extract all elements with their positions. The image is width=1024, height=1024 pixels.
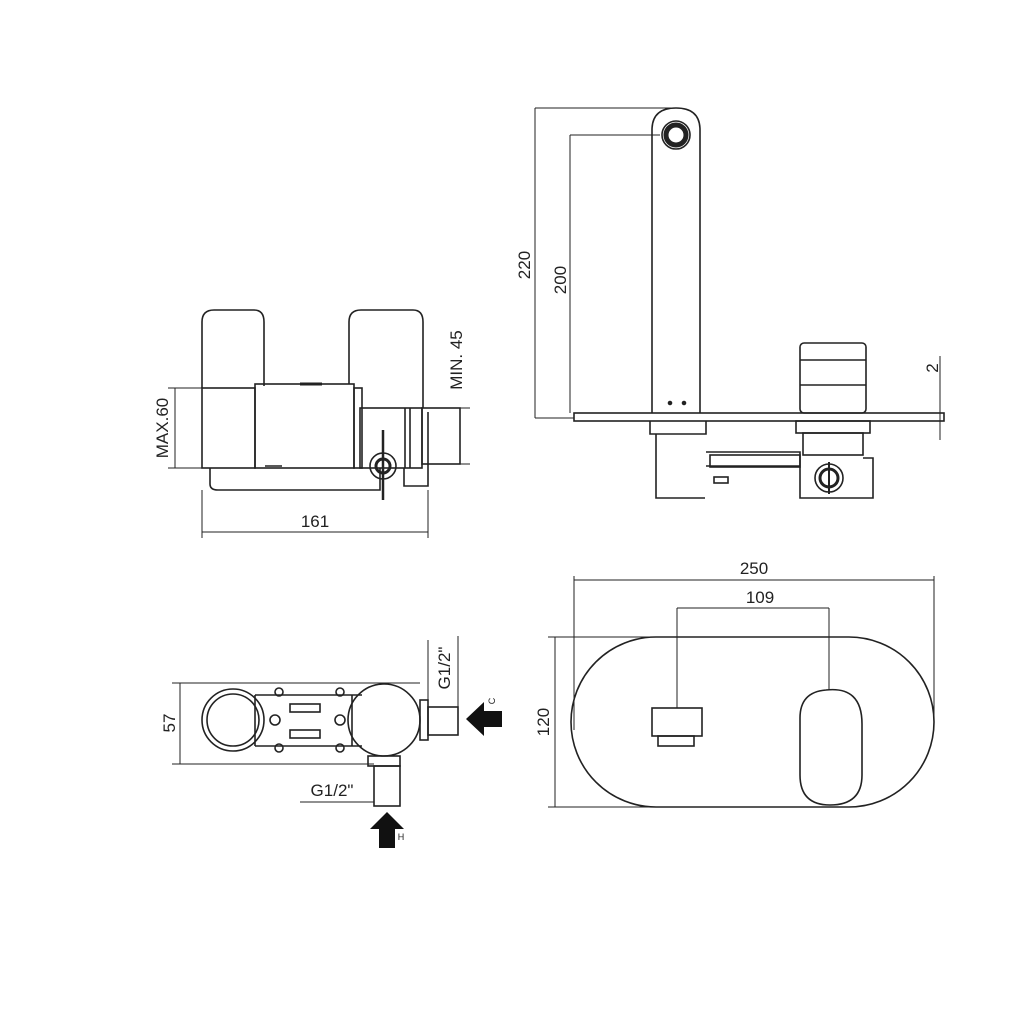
dim-161: 161 <box>301 512 329 531</box>
dim-250: 250 <box>740 559 768 578</box>
front-view-plate <box>548 576 935 808</box>
thread-side-label: G1/2" <box>435 647 454 690</box>
thread-bottom-label: G1/2" <box>311 781 354 800</box>
cold-inlet-label: C <box>487 697 497 704</box>
side-view-body <box>168 309 470 538</box>
dim-109: 109 <box>746 588 774 607</box>
cold-inlet-arrow-icon <box>466 702 502 736</box>
top-view-body <box>172 636 459 807</box>
dim-max-60: MAX.60 <box>153 398 172 458</box>
dim-220: 220 <box>515 251 534 279</box>
dim-2: 2 <box>923 363 942 372</box>
dim-200: 200 <box>551 266 570 294</box>
side-view-spout <box>534 107 945 499</box>
dim-min-45: MIN. 45 <box>447 330 466 390</box>
dim-57: 57 <box>160 714 179 733</box>
hot-inlet-label: H <box>398 832 405 842</box>
hot-inlet-arrow-icon <box>370 812 404 848</box>
dim-120: 120 <box>534 708 553 736</box>
